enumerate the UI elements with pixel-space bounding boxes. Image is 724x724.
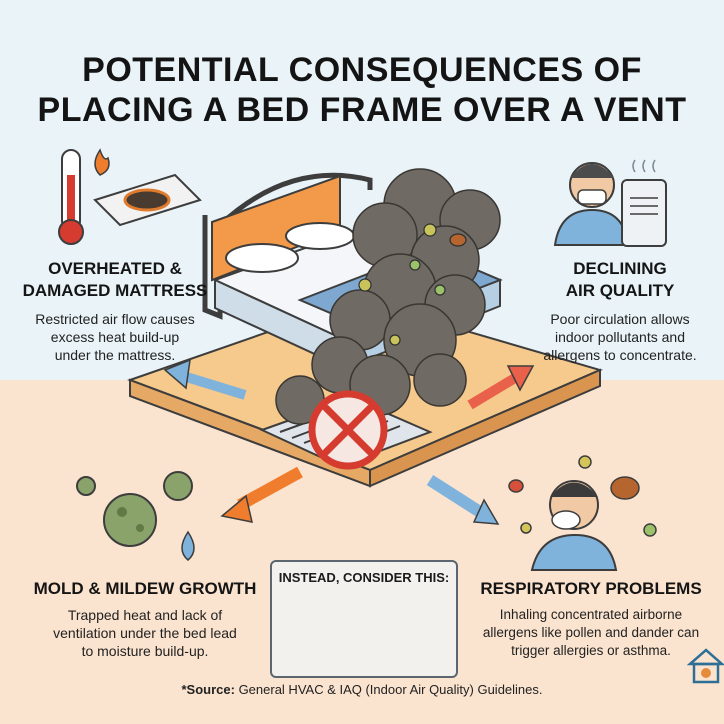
air-purifier-icon [621,159,667,247]
mold-description-line-3: to moisture build-up. [81,643,209,659]
arrow-to-mold-icon [220,466,303,523]
mold-description-line-1: Trapped heat and lack of [67,607,223,623]
prohibition-icon [308,390,388,470]
arrow-to-air-quality-icon [467,365,535,410]
flame-icon [94,148,110,176]
mold-description: Trapped heat and lack of ventilation und… [20,606,270,660]
title-line-1: POTENTIAL CONSEQUENCES OF [82,51,642,89]
house-gear-logo [686,648,724,684]
mattress-description-line-2: excess heat build-up [50,329,180,345]
respiratory-description-line-2: allergens like pollen and dander can [482,625,700,640]
mattress-description-line-1: Restricted air flow causes [35,311,195,327]
respiratory-description-line-3: trigger allergies or asthma. [511,643,671,658]
burnt-mattress-icon [93,173,202,227]
air-quality-heading: DECLINING AIR QUALITY [520,258,720,302]
source-text: General HVAC & IAQ (Indoor Air Quality) … [234,682,543,697]
mattress-description: Restricted air flow causes excess heat b… [10,310,220,364]
arrow-to-mattress-icon [163,358,247,400]
masked-person-icon [553,162,630,246]
dust-mite-icon [508,455,657,537]
arrow-to-respiratory-icon [426,474,500,525]
consider-title: INSTEAD, CONSIDER THIS: [278,570,450,585]
mold-spore-icon [76,471,193,547]
respiratory-description-line-1: Inhaling concentrated airborne [499,607,683,622]
consider-panel: INSTEAD, CONSIDER THIS: [270,560,458,678]
mattress-heading-line-1: OVERHEATED & [48,259,182,278]
floor-edge-right [369,368,601,488]
allergen-particles [358,223,467,346]
page-title: POTENTIAL CONSEQUENCES OF PLACING A BED … [0,50,724,130]
sneezing-person-icon [530,480,618,571]
air-quality-description-line-1: Poor circulation allows [550,311,690,327]
air-quality-description-line-2: indoor pollutants and [555,329,685,345]
water-drop-icon [181,530,195,561]
mold-description-line-2: ventilation under the bed lead [53,625,237,641]
air-quality-heading-line-1: DECLINING [573,259,667,278]
thermometer-icon [58,149,84,245]
air-quality-description-line-3: allergens to concentrate. [543,347,697,363]
mattress-description-line-3: under the mattress. [54,347,176,363]
air-quality-heading-line-2: AIR QUALITY [565,281,675,300]
mattress-heading: OVERHEATED & DAMAGED MATTRESS [10,258,220,302]
mattress-heading-line-2: DAMAGED MATTRESS [22,281,208,300]
respiratory-description: Inhaling concentrated airborne allergens… [460,606,722,660]
mold-heading: MOLD & MILDEW GROWTH [33,579,257,598]
air-quality-description: Poor circulation allows indoor pollutant… [520,310,720,364]
respiratory-heading: RESPIRATORY PROBLEMS [480,579,702,598]
source-label: *Source: [181,682,235,697]
title-line-2: PLACING A BED FRAME OVER A VENT [37,91,687,129]
source-citation: *Source: General HVAC & IAQ (Indoor Air … [0,682,724,697]
